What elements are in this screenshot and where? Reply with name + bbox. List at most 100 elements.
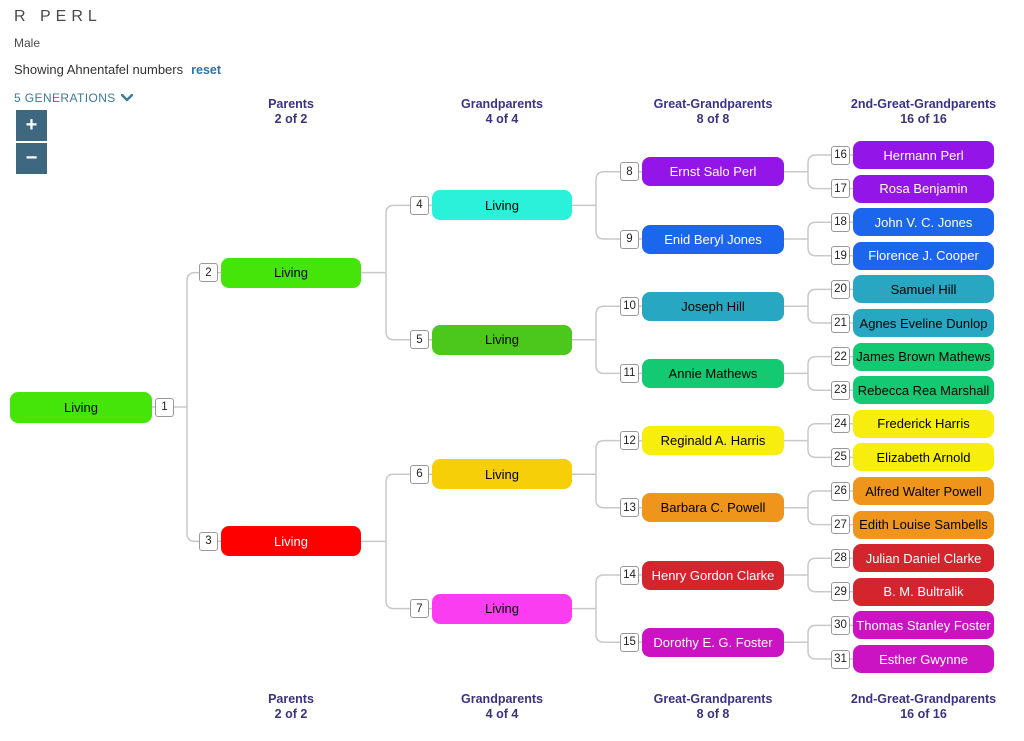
ahnentafel-badge-21: 21 [831,313,850,333]
ahnentafel-badge-11: 11 [620,363,639,383]
person-name: Alfred Walter Powell [865,483,982,499]
person-node-23[interactable]: Rebecca Rea Marshall [853,376,994,405]
ahnentafel-badge-31: 31 [831,649,850,669]
zoom-out-button[interactable]: − [16,143,47,174]
column-label: Great-Grandparents [653,97,773,111]
person-node-2[interactable]: Living [221,257,361,288]
person-node-11[interactable]: Annie Mathews [642,358,784,388]
person-name: Rosa Benjamin [879,181,968,197]
person-node-13[interactable]: Barbara C. Powell [642,493,784,523]
person-node-27[interactable]: Edith Louise Sambells [853,510,994,539]
ahnentafel-badge-4: 4 [410,195,429,215]
person-node-8[interactable]: Ernst Salo Perl [642,157,784,187]
column-count: 16 of 16 [900,707,947,721]
ahnentafel-badge-15: 15 [620,632,639,652]
person-node-31[interactable]: Esther Gwynne [853,645,994,673]
person-name: Living [485,466,519,482]
person-node-7[interactable]: Living [432,593,572,624]
person-node-15[interactable]: Dorothy E. G. Foster [642,627,784,657]
ahnentafel-badge-24: 24 [831,414,850,434]
person-name: Rebecca Rea Marshall [857,382,990,398]
person-node-3[interactable]: Living [221,526,361,557]
ahnentafel-badge-19: 19 [831,246,850,266]
person-name: Edith Louise Sambells [859,517,988,533]
person-node-18[interactable]: John V. C. Jones [853,208,994,237]
ahnentafel-badge-1: 1 [155,397,174,417]
person-node-20[interactable]: Samuel Hill [853,275,994,304]
person-name: Elizabeth Arnold [876,449,971,465]
person-node-25[interactable]: Elizabeth Arnold [853,443,994,472]
column-count: 8 of 8 [696,112,730,126]
ahnentafel-badge-22: 22 [831,347,850,367]
ahnentafel-badge-9: 9 [620,229,639,249]
ahnentafel-badge-26: 26 [831,481,850,501]
person-name: John V. C. Jones [874,214,973,230]
person-node-30[interactable]: Thomas Stanley Foster [853,611,994,640]
ahnentafel-status-label: Showing Ahnentafel numbers [14,62,184,77]
ahnentafel-badge-5: 5 [410,330,429,350]
person-name: Esther Gwynne [879,651,968,667]
person-node-21[interactable]: Agnes Eveline Dunlop [853,309,994,337]
person-node-16[interactable]: Hermann Perl [853,141,994,169]
generations-dropdown[interactable]: 5 GENERATIONS [14,91,133,105]
zoom-in-button[interactable]: + [16,110,47,141]
ahnentafel-badge-10: 10 [620,296,639,316]
ahnentafel-badge-29: 29 [831,582,850,602]
ahnentafel-badge-30: 30 [831,615,850,635]
person-name: Henry Gordon Clarke [651,567,775,583]
person-name: Joseph Hill [681,298,745,314]
person-node-6[interactable]: Living [432,459,572,490]
person-node-4[interactable]: Living [432,190,572,221]
person-node-1[interactable]: Living [10,391,152,423]
person-name: Florence J. Cooper [868,248,979,264]
column-label: Grandparents [461,692,543,706]
ahnentafel-badge-8: 8 [620,162,639,182]
person-node-14[interactable]: Henry Gordon Clarke [642,560,784,590]
ahnentafel-badge-25: 25 [831,447,850,467]
ahnentafel-badge-3: 3 [199,531,218,551]
person-node-10[interactable]: Joseph Hill [642,291,784,321]
ahnentafel-badge-23: 23 [831,380,850,400]
person-name: Agnes Eveline Dunlop [859,315,988,331]
column-label: Parents [268,97,314,111]
column-count: 4 of 4 [485,707,519,721]
person-name: Enid Beryl Jones [664,231,762,247]
person-name: Living [64,399,98,415]
ahnentafel-badge-16: 16 [831,145,850,165]
person-name: Ernst Salo Perl [669,164,757,180]
ahnentafel-badge-12: 12 [620,431,639,451]
person-name: Living [274,533,308,549]
person-node-5[interactable]: Living [432,324,572,355]
ahnentafel-badge-20: 20 [831,279,850,299]
person-node-19[interactable]: Florence J. Cooper [853,241,994,270]
person-node-9[interactable]: Enid Beryl Jones [642,224,784,254]
person-node-17[interactable]: Rosa Benjamin [853,174,994,203]
person-name: Hermann Perl [883,147,964,163]
person-node-24[interactable]: Frederick Harris [853,409,994,438]
column-label: 2nd-Great-Grandparents [850,97,997,111]
person-node-12[interactable]: Reginald A. Harris [642,426,784,456]
ahnentafel-badge-18: 18 [831,212,850,232]
reset-link[interactable]: reset [191,63,222,77]
page-title: R PERL [14,8,102,25]
person-name: Barbara C. Powell [660,500,766,516]
column-count: 2 of 2 [274,707,308,721]
ahnentafel-badge-14: 14 [620,565,639,585]
person-node-22[interactable]: James Brown Mathews [853,342,994,371]
person-node-28[interactable]: Julian Daniel Clarke [853,544,994,573]
column-label: Great-Grandparents [653,692,773,706]
person-node-26[interactable]: Alfred Walter Powell [853,477,994,505]
person-name: Frederick Harris [877,416,970,432]
person-node-29[interactable]: B. M. Bultralik [853,577,994,606]
column-label: Parents [268,692,314,706]
ahnentafel-badge-2: 2 [199,263,218,283]
ahnentafel-badge-28: 28 [831,548,850,568]
person-name: Living [485,332,519,348]
person-name: James Brown Mathews [856,349,991,365]
column-label: Grandparents [461,97,543,111]
